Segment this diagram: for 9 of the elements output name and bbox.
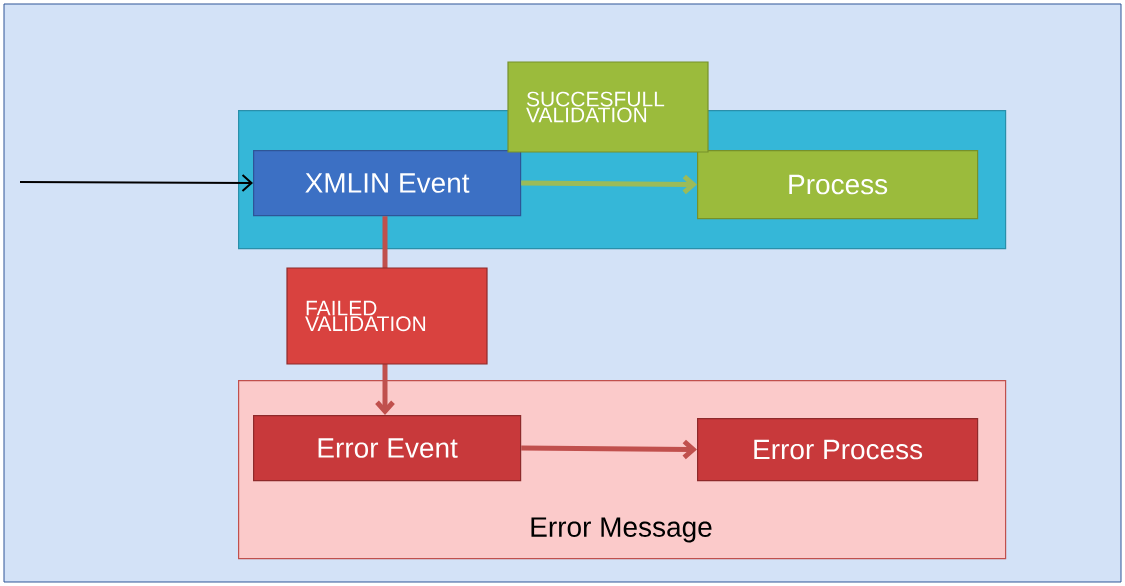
edge-label: SUCCESFULL VALIDATION [507, 61, 709, 153]
process-box: Error Process [697, 418, 979, 482]
arrow [19, 174, 253, 193]
edge-label: FAILED VALIDATION [286, 267, 488, 365]
process-box: Process [697, 150, 979, 220]
process-box: Error Event [253, 415, 522, 482]
arrow [521, 439, 697, 460]
process-box: XMLIN Event [253, 150, 522, 217]
arrow [521, 174, 697, 195]
